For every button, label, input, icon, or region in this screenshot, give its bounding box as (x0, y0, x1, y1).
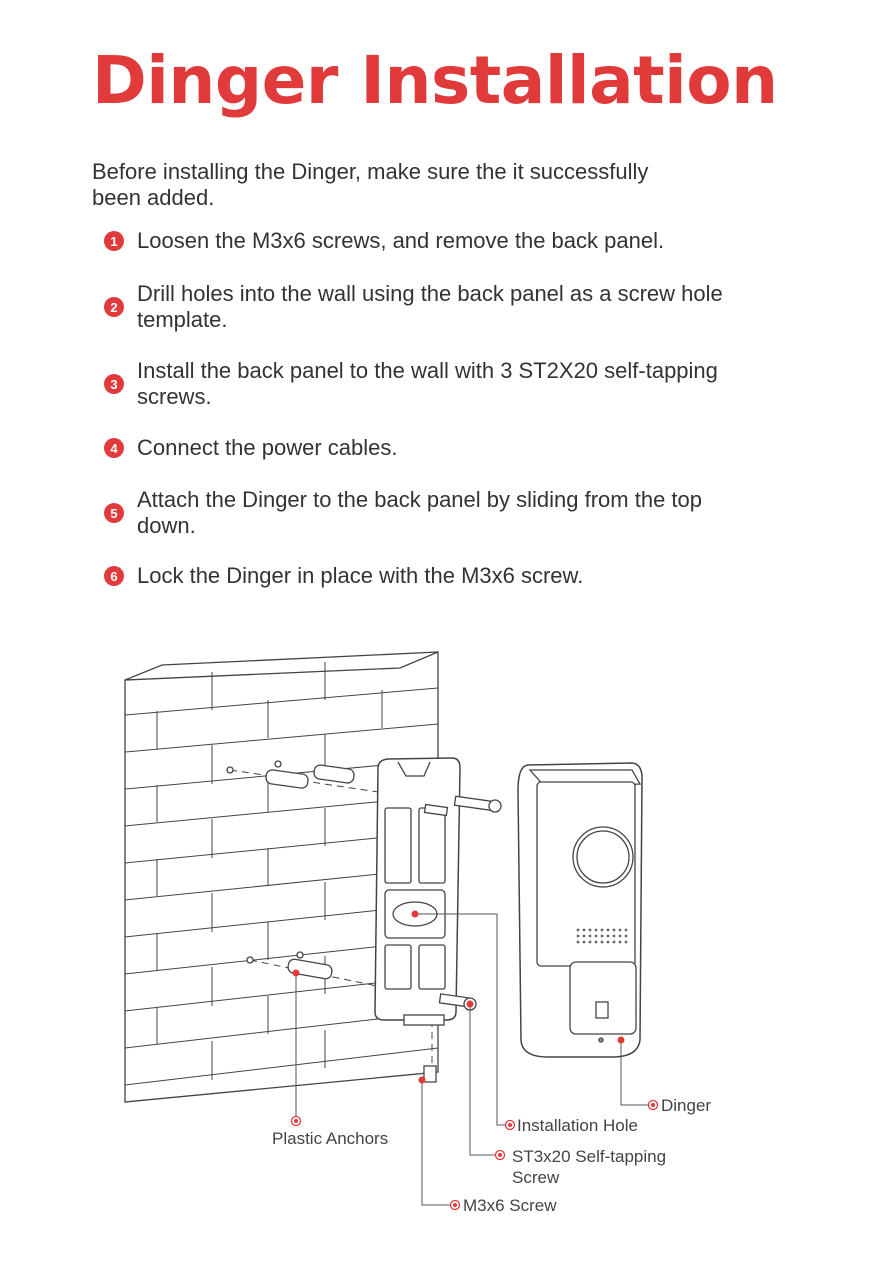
step-text-2: Drill holes into the wall using the back… (137, 281, 723, 332)
callout-dots (292, 910, 625, 1084)
step-number-5: 5 (104, 503, 124, 523)
page-title: Dinger Installation (92, 42, 778, 119)
step-2: 2 Drill holes into the wall using the ba… (104, 281, 757, 333)
label-self-tapping-screw-line1: ST3x20 Self-tapping (512, 1147, 666, 1166)
step-number-6: 6 (104, 566, 124, 586)
step-5: 5 Attach the Dinger to the back panel by… (104, 487, 757, 539)
step-text-4: Connect the power cables. (137, 435, 398, 460)
step-1: 1 Loosen the M3x6 screws, and remove the… (104, 228, 757, 254)
label-plastic-anchors: Plastic Anchors (272, 1129, 388, 1148)
step-text-1: Loosen the M3x6 screws, and remove the b… (137, 228, 665, 253)
label-self-tapping-screw-line2: Screw (512, 1168, 560, 1187)
step-number-2: 2 (104, 297, 124, 317)
label-dinger: Dinger (661, 1096, 711, 1115)
dinger-device (517, 762, 643, 1058)
callout-lines (295, 913, 652, 1206)
step-text-6: Lock the Dinger in place with the M3x6 s… (137, 563, 584, 588)
step-6: 6 Lock the Dinger in place with the M3x6… (104, 563, 757, 589)
step-text-5: Attach the Dinger to the back panel by s… (137, 487, 702, 538)
step-text-3: Install the back panel to the wall with … (137, 358, 718, 409)
label-m3x6-screw: M3x6 Screw (463, 1196, 557, 1215)
intro-text: Before installing the Dinger, make sure … (92, 159, 649, 210)
step-3: 3 Install the back panel to the wall wit… (104, 358, 757, 410)
label-markers (290, 1099, 659, 1211)
step-number-4: 4 (104, 438, 124, 458)
screws (423, 795, 502, 1083)
step-number-3: 3 (104, 374, 124, 394)
step-4: 4 Connect the power cables. (104, 435, 757, 461)
step-number-1: 1 (104, 231, 124, 251)
label-installation-hole: Installation Hole (517, 1116, 638, 1135)
back-panel (374, 757, 461, 1026)
installation-diagram: Plastic Anchors Installation Hole ST3x20… (124, 651, 711, 1215)
